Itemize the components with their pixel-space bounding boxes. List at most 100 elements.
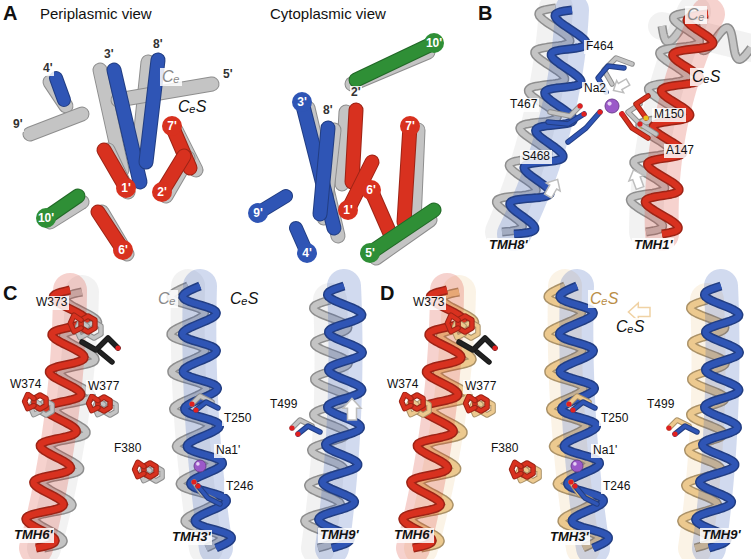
side-chain-stick — [575, 486, 597, 504]
ion-highlight — [607, 101, 611, 105]
side-chain-stick-edge — [70, 315, 81, 331]
residue-label: T499 — [645, 398, 676, 412]
helix-ribbon — [319, 286, 363, 548]
residue-label: F380 — [489, 442, 520, 456]
side-chain-stick-edge — [675, 426, 697, 434]
residue-label: T250 — [599, 412, 630, 426]
side-chain-stick — [604, 58, 632, 84]
side-chain-stick — [477, 352, 489, 362]
side-chain-stick — [70, 315, 81, 331]
side-chain-stick — [135, 462, 144, 476]
side-chain-stick — [550, 106, 580, 116]
helix-number: 10' — [424, 33, 444, 53]
residue-label: W374 — [8, 378, 43, 392]
helix-label: TMH6' — [12, 528, 54, 543]
residue-label: M150 — [652, 108, 686, 122]
helix-cylinder-edge — [302, 102, 334, 228]
atom-tip — [295, 431, 300, 436]
panel-letter: C — [3, 282, 17, 305]
side-chain-stick-edge — [298, 426, 320, 434]
helix-number: 8' — [152, 38, 164, 52]
helix-cylinder-edge — [356, 43, 434, 80]
side-chain-stick-edge — [25, 394, 34, 408]
side-chain-stick-edge — [402, 394, 411, 408]
side-chain-stick-edge — [82, 338, 118, 350]
residue-label: T246 — [601, 480, 632, 494]
side-chain-stick — [466, 396, 475, 410]
atom-tip — [195, 483, 200, 488]
helix-ribbon — [403, 290, 463, 548]
atom-tip — [189, 401, 194, 406]
side-chain-stick — [82, 338, 118, 350]
residue-label: W374 — [385, 378, 420, 392]
helix-cylinder-edge — [146, 60, 158, 162]
residue-label: A147 — [664, 144, 696, 158]
side-chain-stick-edge — [135, 462, 144, 476]
atom-tip — [581, 111, 586, 116]
side-chain-stick-edge — [198, 486, 220, 504]
side-chain-stick-edge — [568, 112, 600, 142]
shift-arrow — [610, 76, 632, 97]
helix-cylinder — [370, 210, 434, 253]
residue-label: W377 — [463, 380, 498, 394]
residue-label: W373 — [34, 296, 69, 310]
side-chain-stick-edge — [550, 106, 580, 116]
helix-cylinder-edge — [320, 128, 328, 214]
panel-a-art — [30, 43, 434, 258]
residue-label: F464 — [584, 40, 615, 54]
helix-number: 2' — [350, 86, 362, 100]
helix-label: TMH3' — [170, 530, 212, 545]
helix-number: 1' — [338, 200, 358, 220]
side-chain-stick-edge — [640, 124, 656, 134]
atom-tip — [570, 407, 575, 412]
helix-label: TMH8' — [487, 238, 529, 253]
shift-arrow — [343, 398, 361, 420]
atom-tip — [637, 121, 642, 126]
side-chain-stick-edge — [477, 352, 489, 362]
side-chain-stick — [512, 462, 521, 476]
residue-label: T467 — [508, 98, 539, 112]
helix-number: 7' — [162, 116, 182, 136]
helix-cylinder — [404, 126, 410, 222]
ion-sphere — [605, 99, 619, 113]
side-chain-stick-edge — [196, 402, 218, 410]
panel-b-art — [496, 8, 751, 234]
helix-label: TMH3' — [548, 530, 590, 545]
helix-number: 7' — [400, 116, 420, 136]
residue-label: S468 — [520, 150, 552, 164]
side-chain-stick — [447, 315, 458, 331]
structure-label: CₑS — [614, 318, 646, 336]
ion-label: Na1' — [214, 444, 242, 458]
side-chain-stick-edge — [459, 338, 495, 350]
ion-highlight — [196, 462, 200, 466]
atom-tip — [619, 111, 624, 116]
helix-cylinder — [352, 110, 356, 182]
structure-label: CₑS — [690, 68, 722, 86]
ion-label: Na1' — [591, 444, 619, 458]
helix-number: 3' — [292, 92, 312, 112]
view-title: Cytoplasmic view — [268, 5, 388, 22]
atom-tip — [193, 407, 198, 412]
helix-ribbon-edge — [510, 10, 587, 234]
side-chain-stick-edge — [466, 396, 475, 410]
helix-cylinder — [30, 114, 82, 134]
helix-cylinder-edge — [30, 114, 82, 134]
side-chain-stick — [100, 352, 112, 362]
side-chain-stick-edge — [575, 486, 597, 504]
atom-tip — [577, 103, 582, 108]
side-chain-stick-edge — [447, 315, 458, 331]
helix-number: 9' — [248, 203, 268, 223]
atom-tip — [115, 345, 120, 350]
helix-ribbon-edge — [403, 290, 463, 548]
helix-number: 6' — [113, 240, 133, 260]
side-chain-stick — [89, 396, 98, 410]
helix-cylinder-edge — [404, 126, 410, 222]
helix-number: 3' — [103, 48, 115, 62]
panel-c-art — [25, 286, 363, 548]
ion-sphere — [194, 460, 206, 472]
helix-ribbon — [645, 14, 713, 234]
helix-ribbon-edge — [696, 286, 740, 548]
side-chain-stick — [196, 402, 218, 410]
side-chain-stick — [568, 112, 600, 142]
